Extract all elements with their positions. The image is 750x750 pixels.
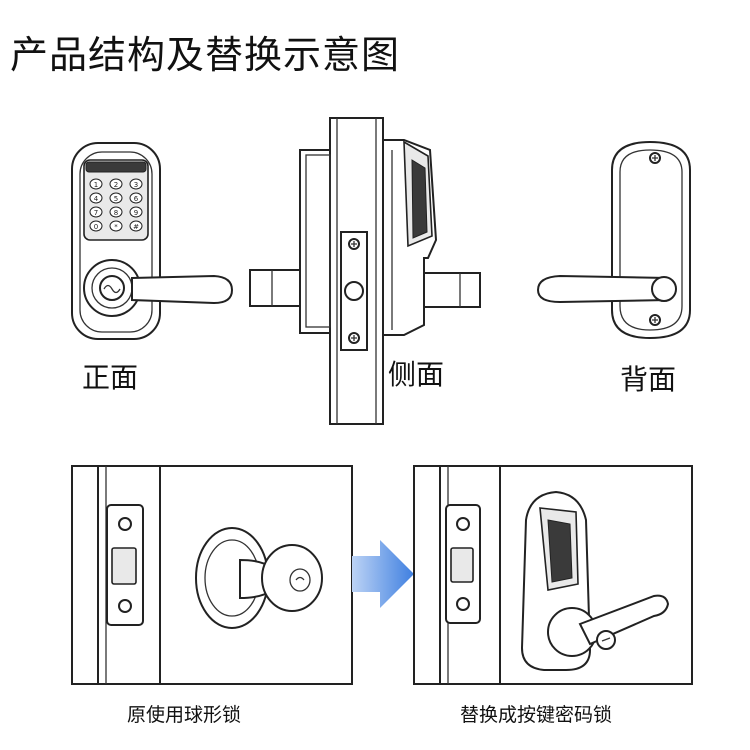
keypad-key [129, 178, 143, 190]
keypad-key-label: # [133, 223, 139, 231]
keypad-key-label: 8 [114, 209, 118, 217]
keypad-key-label: 5 [114, 195, 118, 203]
back-lever [536, 274, 669, 304]
side-view-label: 侧面 [388, 358, 445, 391]
keypad-key [89, 206, 103, 218]
screw-icon [351, 241, 357, 247]
keypad-key-label: * [114, 223, 118, 231]
front-lever [131, 274, 234, 305]
keypad-key [129, 220, 143, 232]
caption-before: 原使用球形锁 [127, 704, 242, 726]
keypad-key [89, 178, 103, 190]
keypad-key-label: 6 [134, 195, 139, 203]
keyhole-icon [601, 637, 611, 642]
keypad: 1 2 3 4 5 6 7 8 9 0 * # [89, 178, 143, 232]
keypad-key [109, 178, 123, 190]
keypad-lever-lock [520, 490, 670, 671]
keypad-key [109, 192, 123, 204]
door-panel [329, 117, 384, 425]
keypad-key-label: 0 [94, 223, 98, 231]
keypad-key [89, 220, 103, 232]
after-panel [413, 465, 693, 685]
keyhole-icon [295, 576, 305, 581]
keypad-key-label: 7 [94, 209, 98, 217]
back-view-label: 背面 [620, 363, 677, 396]
keypad-key [109, 220, 123, 232]
keypad-key-label: 1 [94, 181, 98, 189]
knob-lock [195, 527, 323, 629]
keypad-key-label: 2 [114, 181, 118, 189]
keypad-key-label: 9 [134, 209, 138, 217]
front-view-label: 正面 [82, 361, 139, 394]
before-panel [71, 465, 353, 685]
screw-icon [351, 335, 357, 341]
keypad-key-label: 4 [94, 195, 99, 203]
keyhole-icon [103, 284, 121, 294]
page-title: 产品结构及替换示意图 [10, 33, 401, 77]
keypad-key [89, 192, 103, 204]
keypad-key [129, 206, 143, 218]
screw-icon [652, 155, 658, 161]
caption-after: 替换成按键密码锁 [460, 704, 613, 726]
keypad-key [109, 206, 123, 218]
keypad-key [129, 192, 143, 204]
keypad-key-label: 3 [134, 181, 138, 189]
arrow-icon [352, 540, 414, 608]
side-view-lock [249, 117, 481, 425]
back-view-lock [536, 140, 691, 340]
front-view-lock: 1 2 3 4 5 6 7 8 9 0 * # [71, 142, 234, 340]
screw-icon [652, 317, 658, 323]
